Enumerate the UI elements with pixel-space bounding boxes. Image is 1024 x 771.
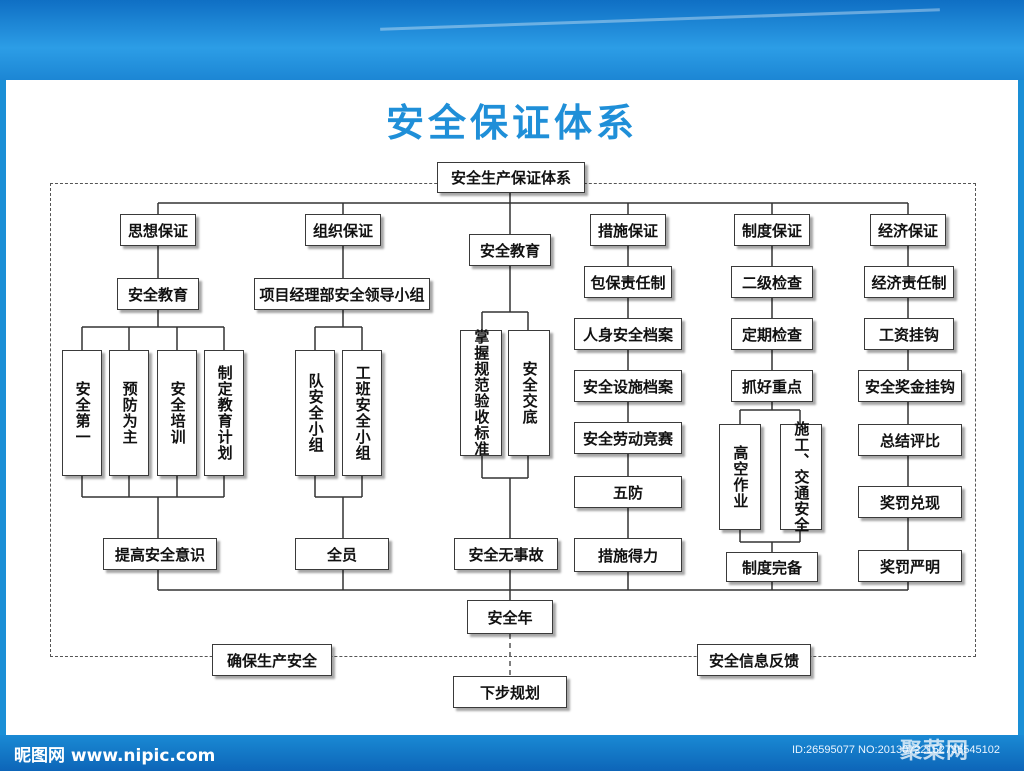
- left-outcome: 确保生产安全: [212, 644, 332, 676]
- final-plan: 下步规划: [453, 676, 567, 708]
- category-measures: 措施保证: [590, 214, 666, 246]
- footer-band: [0, 735, 1024, 771]
- col6-item-3: 安全奖金挂钩: [858, 370, 962, 402]
- col6-item-4: 总结评比: [858, 424, 962, 456]
- col2-sub: 项目经理部安全领导小组: [254, 278, 430, 310]
- category-safety-education: 安全教育: [469, 234, 551, 266]
- category-organization: 组织保证: [305, 214, 381, 246]
- watermark: 聚菜网: [900, 739, 970, 764]
- category-thought: 思想保证: [120, 214, 196, 246]
- col5-item-3: 抓好重点: [731, 370, 813, 402]
- category-economic: 经济保证: [870, 214, 946, 246]
- col3-item-2: 安全交底: [508, 330, 550, 456]
- col4-item-3: 安全设施档案: [574, 370, 682, 402]
- root-box: 安全生产保证体系: [437, 162, 585, 193]
- col6-item-5: 奖罚兑现: [858, 486, 962, 518]
- col1-result: 提高安全意识: [103, 538, 217, 570]
- header-band: [0, 0, 1024, 80]
- col6-item-1: 经济责任制: [864, 266, 954, 298]
- col5-item-1: 二级检查: [731, 266, 813, 298]
- col5-sub-2: 施工、交通安全: [780, 421, 822, 533]
- image-id: ID:26595077 NO:20130722152736545102: [792, 744, 1000, 756]
- col3-item-1: 掌握规范验收标准: [460, 329, 502, 457]
- center-result: 安全年: [467, 600, 553, 634]
- col5-result: 制度完备: [726, 552, 818, 582]
- right-feedback: 安全信息反馈: [697, 644, 811, 676]
- col1-item-3: 安全培训: [157, 350, 197, 476]
- col5-item-2: 定期检查: [731, 318, 813, 350]
- col1-item-2: 预防为主: [109, 350, 149, 476]
- site-logo: 昵图网 www.nipic.com: [14, 746, 216, 766]
- col6-item-2: 工资挂钩: [864, 318, 954, 350]
- category-system: 制度保证: [734, 214, 810, 246]
- col4-item-5: 五防: [574, 476, 682, 508]
- col4-item-2: 人身安全档案: [574, 318, 682, 350]
- col3-result: 安全无事故: [454, 538, 558, 570]
- col1-sub: 安全教育: [117, 278, 199, 310]
- col1-item-1: 安全第一: [62, 350, 102, 476]
- col4-item-4: 安全劳动竞赛: [574, 422, 682, 454]
- col2-item-2: 工班安全小组: [342, 350, 382, 476]
- col2-item-1: 队安全小组: [295, 350, 335, 476]
- col4-item-1: 包保责任制: [584, 266, 672, 298]
- col2-result: 全员: [295, 538, 389, 570]
- col6-item-6: 奖罚严明: [858, 550, 962, 582]
- col1-item-4: 制定教育计划: [204, 350, 244, 476]
- col4-item-6: 措施得力: [574, 538, 682, 572]
- col5-sub-1: 高空作业: [719, 424, 761, 530]
- page-title: 安全保证体系: [385, 100, 638, 145]
